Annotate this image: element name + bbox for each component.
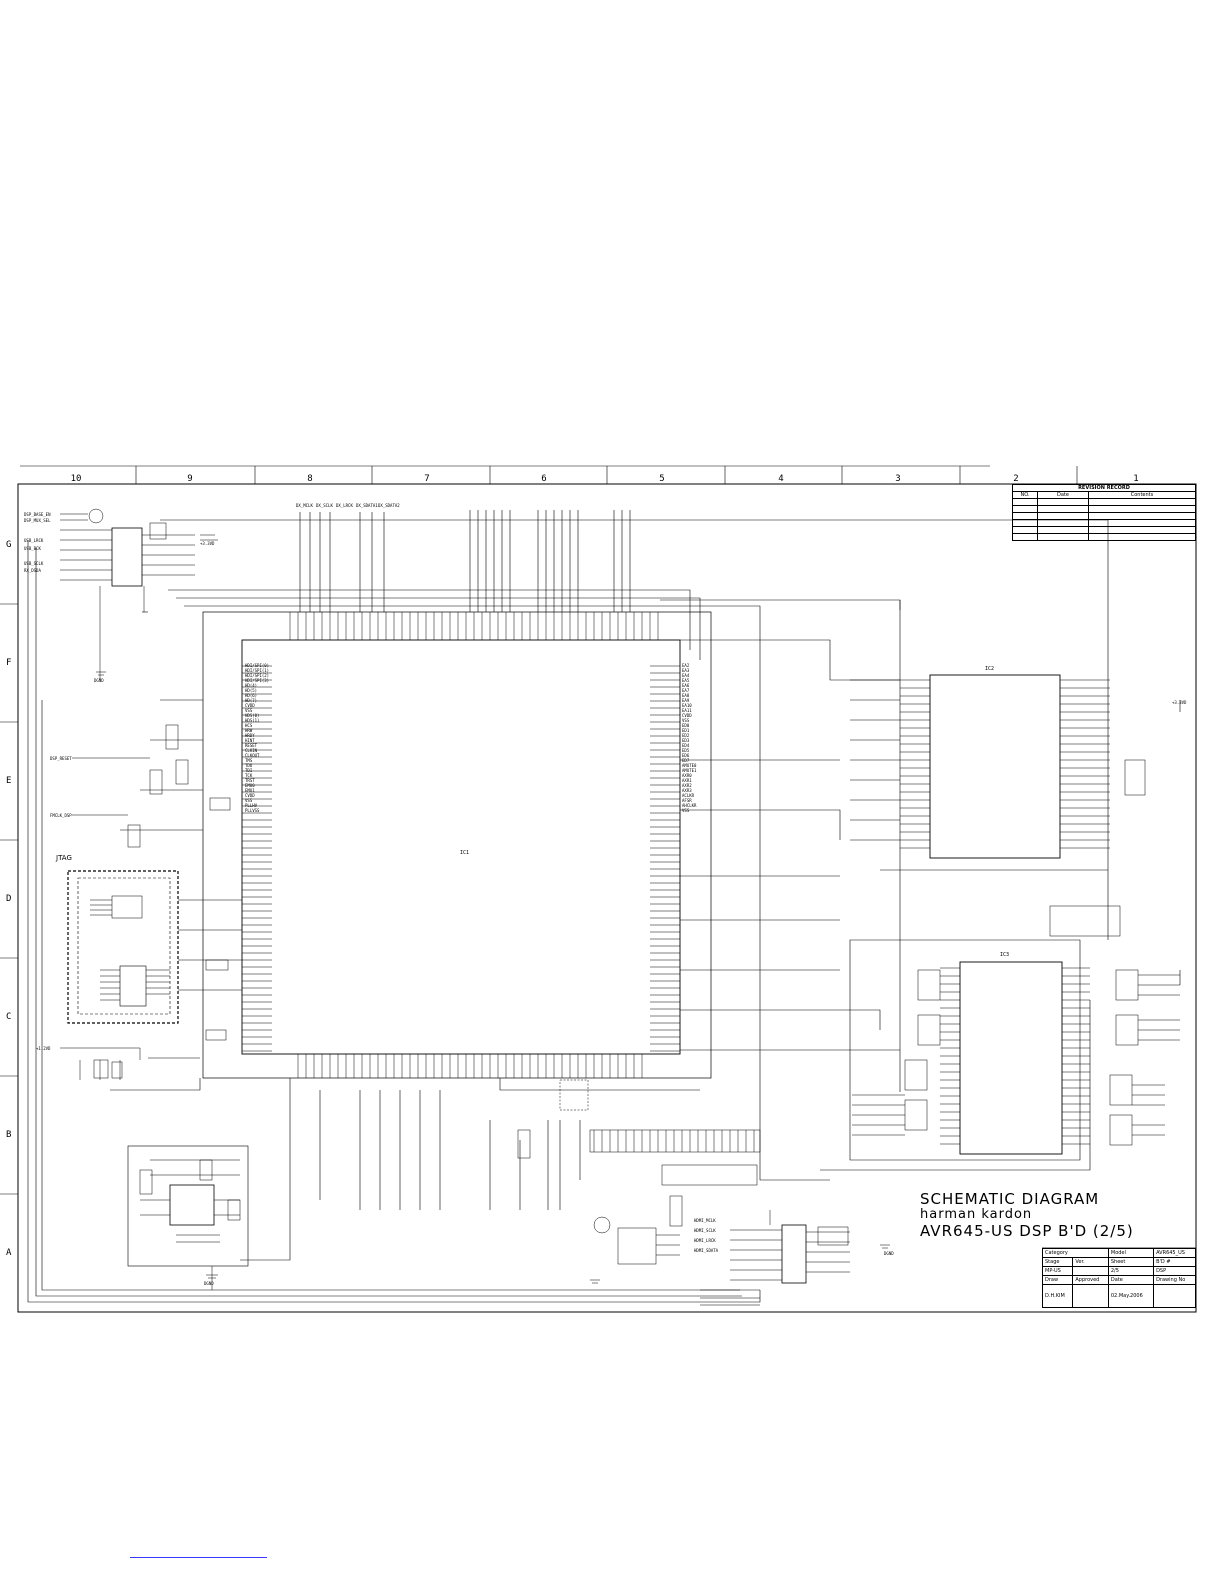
revision-title: REVISION RECORD (1012, 484, 1196, 492)
net-dsp-mux-sel: DSP_MUX_SEL (24, 518, 51, 523)
dsp-chip-label: IC1 (460, 850, 470, 856)
zone-col-9: 9 (187, 474, 193, 484)
power-1v2: +1.2VD (36, 1046, 51, 1051)
tb-ver-label: Ver. (1072, 1257, 1109, 1267)
net-hdmi-mclk: HDMI_MCLK (694, 1218, 716, 1223)
tb-drawing-value: DSP (1153, 1266, 1196, 1276)
ground-1: DGND (94, 678, 104, 683)
sdram-chip-label: IC2 (985, 666, 995, 672)
dsp-left-pins: HDI/SPI(0)HDI/SPI(1)HDI/SPI(2)HDI/SPI(3)… (245, 663, 270, 813)
zone-col-1: 1 (1133, 474, 1139, 484)
tb-sheet-value: B'D # (1153, 1257, 1196, 1267)
flash-chip-label: IC3 (1000, 952, 1010, 958)
tb-date-label: Date (1107, 1275, 1155, 1285)
net-fmclk-dsp: FMCLK_DSP (50, 813, 72, 818)
brand-name: harman kardon (920, 1207, 1033, 1222)
net-usb-sclk: USB_SCLK (24, 561, 44, 566)
zone-row-g: G (6, 540, 12, 550)
net-hdmi-sdata: HDMI_SDATA (694, 1248, 719, 1253)
ground-2: DGND (204, 1281, 214, 1286)
zone-col-6: 6 (541, 474, 547, 484)
net-hdmi-lrck: HDMI_LRCK (694, 1238, 716, 1243)
tb-draw-label: Draw (1041, 1275, 1074, 1285)
tb-date-value: 02.May.2006 (1107, 1284, 1155, 1308)
tb-drawing-no-label: Drawing No (1153, 1275, 1196, 1285)
zone-row-c: C (6, 1012, 12, 1022)
tb-approved-label: Approved (1072, 1275, 1109, 1285)
tb-sheet-label: Sheet (1107, 1257, 1155, 1267)
zone-row-f: F (6, 658, 12, 668)
net-dx-sclk: DX_SCLK (316, 503, 333, 508)
zone-col-2: 2 (1013, 474, 1019, 484)
tb-model-label: Model (1107, 1248, 1155, 1258)
net-dx-sdata1: DX_SDATA1 (356, 503, 378, 508)
revision-col-contents: Contents (1088, 491, 1196, 499)
tb-sheet-num: 2/5 (1107, 1266, 1155, 1276)
title-block-table: Category Model AVR645_US Stage Ver. Shee… (1041, 1248, 1196, 1308)
net-dsp-reset: DSP_RESET (50, 756, 72, 761)
zone-row-d: D (6, 894, 12, 904)
zone-row-b: B (6, 1130, 12, 1140)
net-dx-mclk: DX_MCLK (296, 503, 313, 508)
zone-row-a: A (6, 1248, 12, 1258)
net-rx-dsda: RX_DSDA (24, 568, 41, 573)
zone-col-4: 4 (778, 474, 784, 484)
net-dx-sdata2: DX_SDATA2 (378, 503, 400, 508)
net-dx-lrck: DX_LRCK (336, 503, 353, 508)
power-3v3-right: +3.3VD (1172, 700, 1187, 705)
schematic-title: SCHEMATIC DIAGRAM (920, 1190, 1100, 1208)
board-name: AVR645-US DSP B'D (2/5) (920, 1222, 1134, 1240)
tb-draw-value: D.H.KIM (1041, 1284, 1074, 1308)
ground-3: DGND (884, 1251, 894, 1256)
footer-link-line[interactable] (130, 1557, 267, 1558)
zone-col-7: 7 (424, 474, 430, 484)
tb-model-value: AVR645_US (1153, 1248, 1196, 1258)
tb-stage-value: MP-US (1041, 1266, 1074, 1276)
zone-col-8: 8 (307, 474, 313, 484)
tb-stage-label: Stage (1041, 1257, 1074, 1267)
revision-col-no: NO. (1012, 491, 1038, 499)
net-hdmi-sclk: HDMI_SCLK (694, 1228, 716, 1233)
net-dsp-base-en: DSP_BASE_EN (24, 512, 51, 517)
power-3v3-top: +3.3VD (200, 541, 215, 546)
zone-col-10: 10 (70, 474, 82, 484)
revision-record-table: REVISION RECORD NO. Date Contents (1012, 484, 1196, 541)
zone-col-5: 5 (659, 474, 665, 484)
net-usb-bck: USB_BCK (24, 546, 41, 551)
net-usb-lrck: USB_LRCK (24, 538, 44, 543)
zone-row-e: E (6, 776, 12, 786)
jtag-label: JTAG (56, 854, 72, 862)
zone-col-3: 3 (895, 474, 901, 484)
tb-category-label: Category (1042, 1248, 1109, 1258)
revision-col-date: Date (1037, 491, 1089, 499)
